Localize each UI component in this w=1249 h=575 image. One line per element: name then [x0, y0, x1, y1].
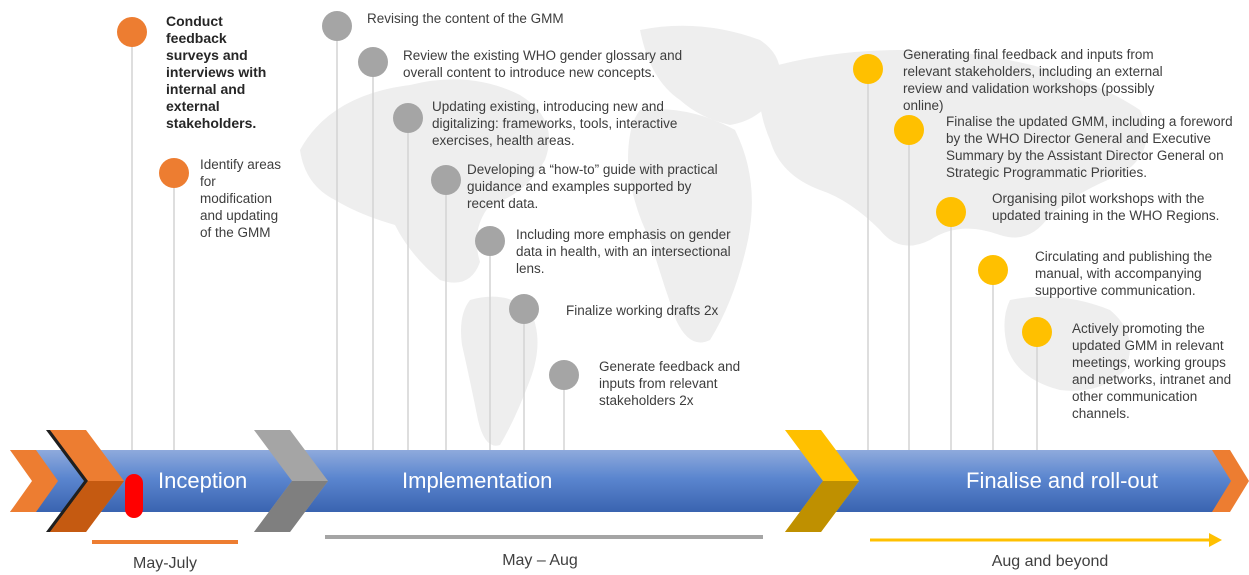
milestone-text-rollout-2: Finalise the updated GMM, including a fo…	[946, 114, 1233, 180]
milestone-stems	[131, 26, 1038, 450]
period-label-inception: May-July	[132, 555, 197, 572]
milestone-dot-rollout-1	[853, 54, 883, 84]
milestone-dot-implementation-7	[549, 360, 579, 390]
milestone-dot-rollout-3	[936, 197, 966, 227]
milestone-text-implementation-3: Updating existing, introducing new and d…	[432, 99, 678, 148]
period-arrowhead-rollout	[1209, 533, 1222, 547]
period-label-rollout: Aug and beyond	[991, 553, 1109, 570]
milestone-dot-implementation-4	[431, 165, 461, 195]
milestone-dot-inception-1	[117, 17, 147, 47]
milestone-dot-rollout-5	[1022, 317, 1052, 347]
world-map-background	[300, 25, 1147, 446]
milestone-dot-implementation-1	[322, 11, 352, 41]
milestone-text-implementation-4: Developing a “how-to” guide with practic…	[467, 162, 718, 211]
milestone-text-implementation-1: Revising the content of the GMM	[367, 11, 564, 26]
milestone-text-implementation-5: Including more emphasis on gender data i…	[516, 227, 731, 276]
milestone-dot-implementation-6	[509, 294, 539, 324]
milestone-text-implementation-6: Finalize working drafts 2x	[566, 303, 719, 318]
start-chevron-orange-shade	[50, 481, 124, 532]
milestone-text-rollout-5: Actively promoting the updated GMM in re…	[1072, 321, 1232, 421]
start-chevron-orange-small	[10, 450, 58, 512]
milestone-text-rollout-3: Organising pilot workshops with the upda…	[992, 191, 1220, 223]
milestone-dot-implementation-5	[475, 226, 505, 256]
timeline-bar	[10, 450, 1240, 512]
current-position-marker	[125, 474, 143, 518]
milestone-text-rollout-4: Circulating and publishing the manual, w…	[1035, 249, 1213, 298]
milestone-dot-implementation-2	[358, 47, 388, 77]
phase-label-rollout: Finalise and roll-out	[966, 468, 1158, 493]
milestone-text-implementation-7: Generate feedback and inputs from releva…	[599, 359, 741, 408]
milestone-dot-inception-2	[159, 158, 189, 188]
milestone-dot-rollout-2	[894, 115, 924, 145]
milestone-text-implementation-2: Review the existing WHO gender glossary …	[403, 48, 683, 80]
milestone-dot-rollout-4	[978, 255, 1008, 285]
milestone-text-inception-1: Conduct feedback surveys and interviews …	[166, 13, 267, 131]
milestone-dot-implementation-3	[393, 103, 423, 133]
period-label-implementation: May – Aug	[502, 552, 578, 569]
end-chevron-orange	[1212, 450, 1249, 512]
implementation-chevron-shade	[254, 481, 328, 532]
phase-label-inception: Inception	[158, 468, 248, 493]
milestone-text-inception-2: Identify areas for modification and upda…	[200, 157, 282, 240]
milestone-text-rollout-1: Generating final feedback and inputs fro…	[903, 47, 1163, 113]
phase-label-implementation: Implementation	[402, 468, 553, 493]
milestone-dots	[117, 11, 1052, 390]
rollout-chevron-shade	[785, 481, 859, 532]
